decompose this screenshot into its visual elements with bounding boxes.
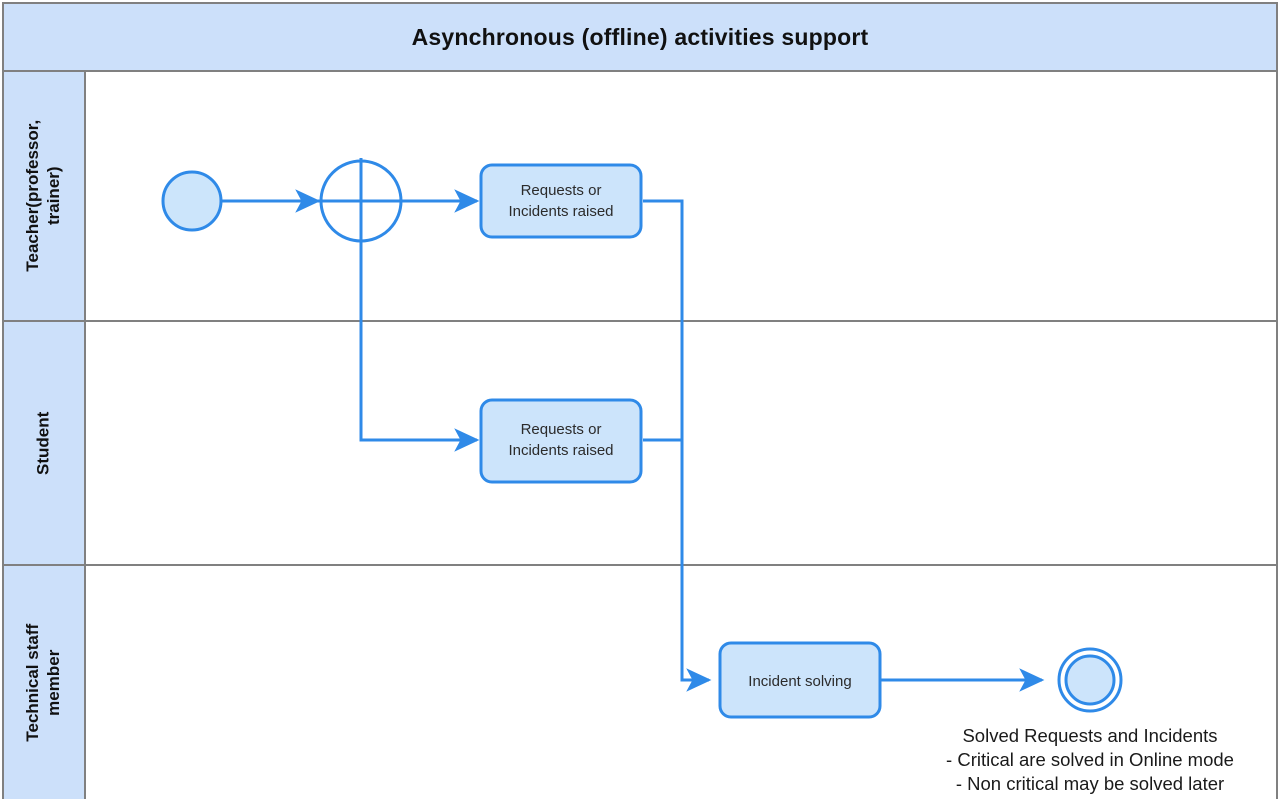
lane-label-student: Student: [33, 411, 53, 475]
lane-body-student: [86, 322, 1276, 564]
lane-header-teacher: Teacher(professor, trainer): [4, 72, 86, 320]
lane-teacher: Teacher(professor, trainer): [4, 72, 1276, 320]
pool-title: Asynchronous (offline) activities suppor…: [4, 4, 1276, 72]
task-incident-solving[interactable]: Incident solving: [718, 641, 882, 719]
end-event[interactable]: [1057, 647, 1123, 713]
lane-label-technical: Technical staff member: [23, 623, 63, 742]
lane-divider-2: [4, 564, 1276, 566]
task-teacher-requests[interactable]: Requests or Incidents raised: [479, 163, 643, 239]
lane-body-teacher: [86, 72, 1276, 320]
task-student-requests[interactable]: Requests or Incidents raised: [479, 398, 643, 484]
lane-header-technical: Technical staff member: [4, 566, 86, 799]
lane-divider-1: [4, 320, 1276, 322]
lane-label-teacher: Teacher(professor, trainer): [23, 120, 64, 272]
start-event[interactable]: [161, 170, 223, 232]
lane-header-student: Student: [4, 322, 86, 564]
